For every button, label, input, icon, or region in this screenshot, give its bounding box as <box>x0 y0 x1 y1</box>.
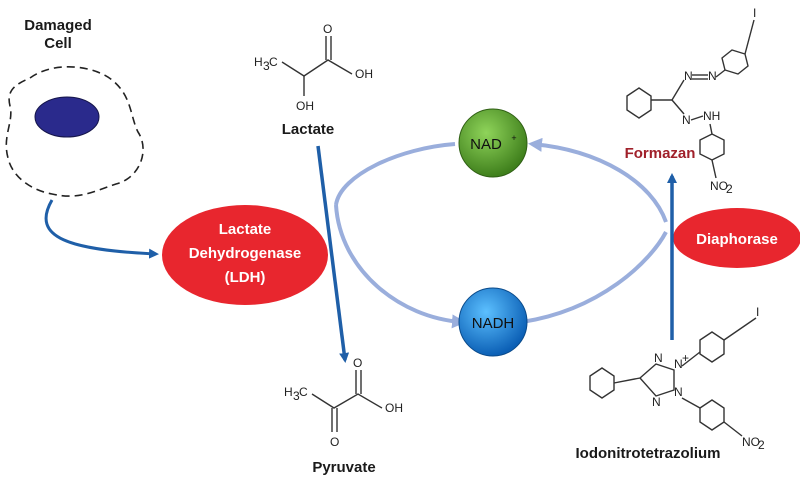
lactate-label: Lactate <box>282 121 335 138</box>
formazan-nitrophenyl-ring <box>699 133 725 161</box>
formazan-no2-sub: 2 <box>726 182 733 196</box>
formazan-label: Formazan <box>625 145 696 162</box>
int-iodine: I <box>756 305 759 319</box>
lactate-acid-oh-text: OH <box>355 67 373 81</box>
lactate-structure: H 3 C OH O OH Lactate <box>254 22 373 138</box>
pyruvate-backbone <box>311 393 383 409</box>
int-n1: N <box>654 351 663 365</box>
nad-plus-superscript: + <box>511 133 516 143</box>
lactate-sub-3: 3 <box>263 59 270 73</box>
int-ring-i-bond <box>723 317 757 341</box>
cycle-lower-arc <box>334 204 466 329</box>
int-nitrophenyl-ring <box>699 399 725 431</box>
pyruvate-acid-o-text: O <box>353 356 362 370</box>
formazan-n-ring-bond <box>715 69 726 78</box>
damaged-cell-label-line1: Damaged <box>24 17 92 34</box>
ldh-label-line2: Dehydrogenase <box>189 245 302 262</box>
formazan-n3: N <box>682 113 691 127</box>
cell-membrane <box>5 66 144 197</box>
int-n4: N <box>652 395 661 409</box>
lactate-o-text: O <box>323 22 332 36</box>
ldh-label-line1: Lactate <box>219 221 272 238</box>
ldh-node: Lactate Dehydrogenase (LDH) <box>162 205 328 305</box>
pyruvate-structure: H 3 C O O OH Pyruvate <box>284 356 403 476</box>
lactate-backbone <box>281 59 353 77</box>
ldh-label-line3: (LDH) <box>225 269 266 286</box>
lactate-h-text: H <box>254 55 263 69</box>
formazan-c-n-bond <box>671 79 685 101</box>
cell-nucleus <box>34 96 100 138</box>
int-phenyl-ring <box>589 367 615 399</box>
nad-plus-node: NAD + <box>458 108 528 178</box>
iodonitrotetrazolium-label: Iodonitrotetrazolium <box>576 445 721 462</box>
formazan-n1: N <box>684 69 693 83</box>
lactate-oh-text: OH <box>296 99 314 113</box>
formazan-c-n3-bond <box>671 99 685 115</box>
formazan-ring-no2-bond <box>711 159 717 179</box>
iodonitrotetrazolium-structure: N N + N N I NO 2 Iodonitrotetrazolium <box>576 305 766 462</box>
diaphorase-label: Diaphorase <box>696 231 778 248</box>
int-n-nitrophenyl-bond <box>681 397 701 409</box>
cycle-upper-arc <box>334 142 456 206</box>
pyruvate-sub-3: 3 <box>293 389 300 403</box>
formazan-no2: NO <box>710 179 728 193</box>
int-plus-sign: + <box>682 351 689 365</box>
int-ring-no2-bond <box>723 421 743 437</box>
damaged-cell: Damaged Cell <box>5 17 144 197</box>
pyruvate-oh-text: OH <box>385 401 403 415</box>
cell-to-ldh-arrow <box>44 199 159 259</box>
formazan-n3-n4-bond <box>690 115 704 121</box>
lactate-to-pyruvate-arrow <box>316 145 350 363</box>
formazan-n2: N <box>708 69 717 83</box>
int-no2-sub: 2 <box>758 438 765 452</box>
int-n3: N <box>674 385 683 399</box>
nad-plus-label: NAD <box>470 136 502 153</box>
formazan-iodine: I <box>753 6 756 20</box>
nad-cycle <box>334 137 668 329</box>
cycle-right-arc <box>521 231 668 324</box>
int-ph-c-bond <box>613 377 641 384</box>
nadh-label: NADH <box>472 315 515 332</box>
pyruvate-c-text: C <box>299 385 308 399</box>
int-no2: NO <box>742 435 760 449</box>
formazan-iodophenyl-ring <box>721 49 749 75</box>
nadh-node: NADH <box>458 287 528 357</box>
cycle-right-upper-arc <box>528 137 668 223</box>
damaged-cell-label-line2: Cell <box>44 35 72 52</box>
pyruvate-label: Pyruvate <box>312 459 375 476</box>
formazan-nh: NH <box>703 109 720 123</box>
formazan-nh-ring-bond <box>709 123 713 135</box>
formazan-ring-i-bond <box>744 19 755 55</box>
formazan-structure: Formazan N N I N NH NO 2 <box>625 6 757 196</box>
pyruvate-keto-o-text: O <box>330 435 339 449</box>
lactate-c-text: C <box>269 55 278 69</box>
int-n-plus: N <box>674 357 683 371</box>
diaphorase-node: Diaphorase <box>673 208 800 268</box>
formazan-phenyl-ring <box>626 87 652 119</box>
pyruvate-h-text: H <box>284 385 293 399</box>
int-iodophenyl-ring <box>699 331 725 363</box>
int-tetrazole-ring <box>639 363 675 397</box>
int-n-iodophenyl-bond <box>681 351 701 367</box>
